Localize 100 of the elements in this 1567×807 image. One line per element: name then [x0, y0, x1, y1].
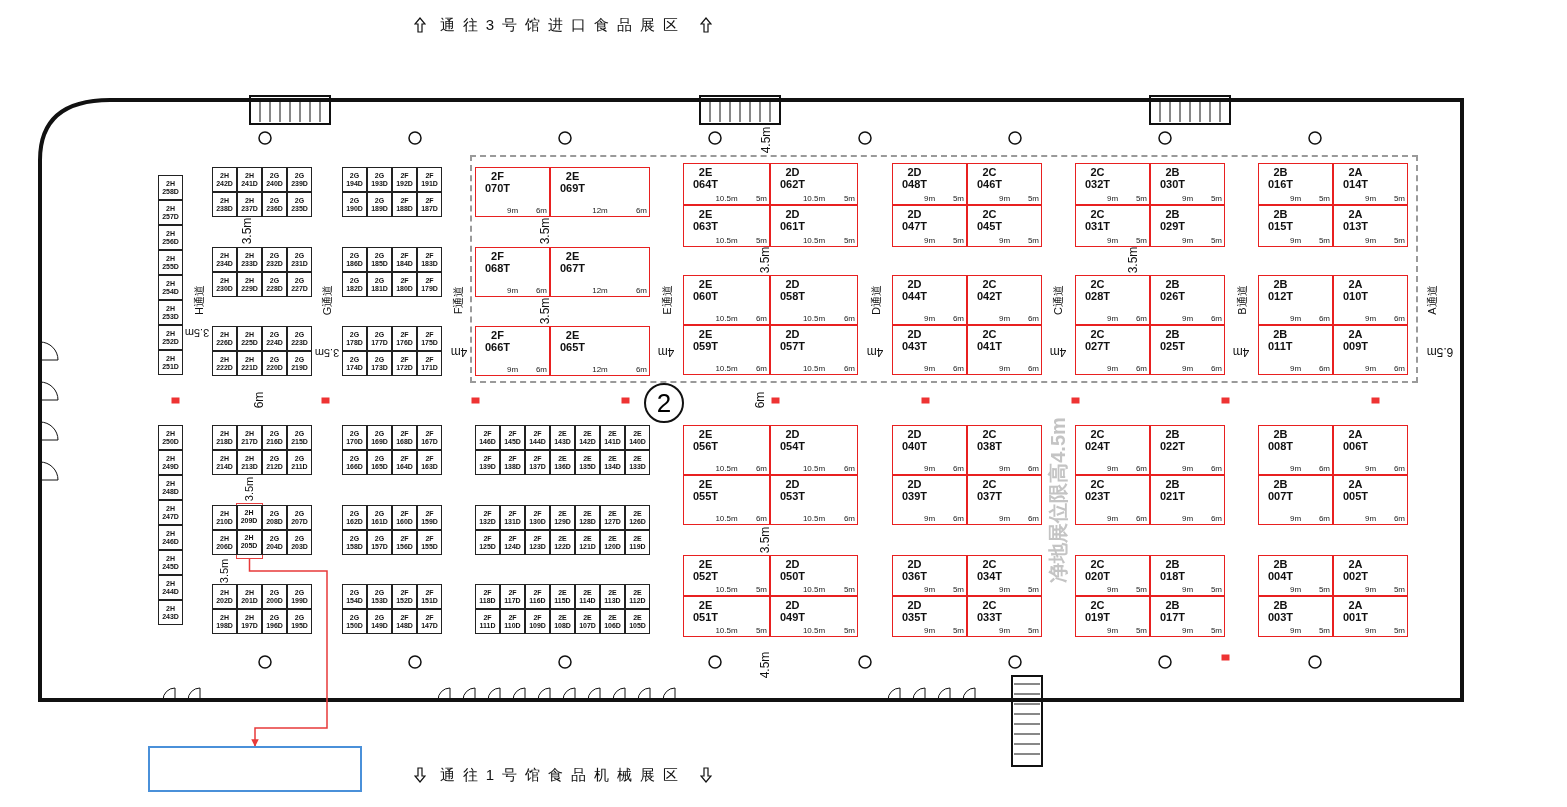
dimension-label: 4m — [1232, 345, 1250, 359]
dimension-label: 6m — [755, 465, 767, 473]
booth — [967, 475, 1042, 525]
booth-number: 2B 030T — [1160, 167, 1186, 191]
dimension-label: 9m — [1364, 195, 1377, 203]
dimension-label: 9m — [923, 237, 936, 245]
dimension-label: 9m — [1181, 465, 1194, 473]
booth — [1258, 555, 1333, 596]
booth-number: 2B 026T — [1160, 279, 1186, 303]
booth — [1333, 205, 1408, 247]
booth-number: 2B 015T — [1268, 209, 1294, 233]
dimension-label: 10.5m — [715, 627, 738, 635]
dimension-label: 6m — [1318, 515, 1330, 523]
booth — [1258, 275, 1333, 325]
dimension-label: 6m — [1135, 515, 1147, 523]
dimension-label: 9m — [998, 195, 1011, 203]
dimension-label: 6.5m — [1426, 345, 1454, 359]
booth — [1333, 325, 1408, 375]
booth — [892, 596, 967, 637]
dimension-label: 6m — [952, 365, 964, 373]
dimension-label: 6m — [1135, 365, 1147, 373]
booth-number: 2C 031T — [1085, 209, 1111, 233]
dimension-label: 9m — [1289, 195, 1302, 203]
dimension-label: 6m — [1318, 465, 1330, 473]
booth-number: 2D 035T — [902, 600, 928, 624]
booth-number: 2D 039T — [902, 479, 928, 503]
booth — [1333, 555, 1408, 596]
direction-label: 通往1号馆食品机械展区 — [439, 765, 687, 785]
aisle-label: E通道 — [659, 285, 674, 315]
dimension-label: 6m — [1027, 465, 1039, 473]
dimension-label: 3.5m — [218, 558, 230, 584]
booth-number: 2A 010T — [1343, 279, 1369, 303]
dimension-label: 10.5m — [802, 315, 826, 323]
dimension-label: 9m — [1181, 515, 1194, 523]
booth — [1075, 163, 1150, 205]
booth-number: 2C 032T — [1085, 167, 1111, 191]
booth — [1075, 325, 1150, 375]
exhibit-zone — [470, 155, 1418, 383]
dimension-label: 9m — [1106, 237, 1119, 245]
booth-number: 2B 022T — [1160, 429, 1186, 453]
booth — [1150, 163, 1225, 205]
dimension-label: 6m — [755, 365, 767, 373]
dimension-label: 9m — [1364, 237, 1377, 245]
dimension-label: 6m — [843, 315, 855, 323]
booth-number: 2C 028T — [1085, 279, 1111, 303]
dimension-label: 6m — [252, 391, 266, 409]
booth — [236, 529, 262, 555]
booth — [1075, 275, 1150, 325]
booth-number: 2C 041T — [977, 329, 1003, 353]
booth-number: 2D 040T — [902, 429, 928, 453]
dimension-label: 9m — [1289, 586, 1302, 594]
dimension-label: 6m — [843, 465, 855, 473]
booth-number: 2D 048T — [902, 167, 928, 191]
dimension-label: 9m — [923, 195, 936, 203]
dimension-label: 4.5m — [758, 651, 772, 679]
booth-number: 2C 037T — [977, 479, 1003, 503]
dimension-label: 9m — [1364, 586, 1377, 594]
dimension-label: 6m — [635, 366, 647, 374]
booth — [683, 475, 770, 525]
booth-number: 2D 054T — [780, 429, 806, 453]
dimension-label: 6m — [843, 515, 855, 523]
dimension-label: 10.5m — [802, 365, 826, 373]
dimension-label: 6m — [635, 287, 647, 295]
dimension-label: 6m — [535, 287, 547, 295]
dimension-label: 5m — [1393, 586, 1405, 594]
booth-number: 2C 045T — [977, 209, 1003, 233]
dimension-label: 5m — [1318, 586, 1330, 594]
aisle-label: D通道 — [868, 285, 883, 315]
booth-number: 2E 065T — [560, 330, 586, 354]
dimension-label: 5m — [755, 195, 767, 203]
booth — [1075, 205, 1150, 247]
booth — [1258, 205, 1333, 247]
dimension-label: 5m — [1027, 237, 1039, 245]
dimension-label: 5m — [1318, 237, 1330, 245]
booth — [1333, 275, 1408, 325]
booth — [1075, 555, 1150, 596]
booth — [892, 275, 967, 325]
booth — [770, 555, 858, 596]
booth-number: 2D 044T — [902, 279, 928, 303]
booth — [1075, 596, 1150, 637]
dimension-label: 9m — [1106, 627, 1119, 635]
dimension-label: 4.5m — [759, 126, 773, 154]
dimension-label: 9m — [998, 627, 1011, 635]
dimension-label: 9m — [998, 237, 1011, 245]
dimension-label: 9m — [1289, 627, 1302, 635]
booth — [683, 163, 770, 205]
dimension-label: 6m — [1318, 365, 1330, 373]
dimension-label: 9m — [998, 315, 1011, 323]
dimension-label: 5m — [952, 586, 964, 594]
dimension-label: 3.5m — [243, 476, 255, 502]
dimension-label: 5m — [952, 237, 964, 245]
dimension-label: 9m — [998, 586, 1011, 594]
booth-number: 2C 023T — [1085, 479, 1111, 503]
dimension-label: 9m — [1181, 237, 1194, 245]
dimension-label: 5m — [1393, 237, 1405, 245]
dimension-label: 3.5m — [184, 327, 210, 339]
booth — [1150, 275, 1225, 325]
dimension-label: 9m — [1106, 195, 1119, 203]
dimension-label: 5m — [843, 195, 855, 203]
booth — [683, 275, 770, 325]
